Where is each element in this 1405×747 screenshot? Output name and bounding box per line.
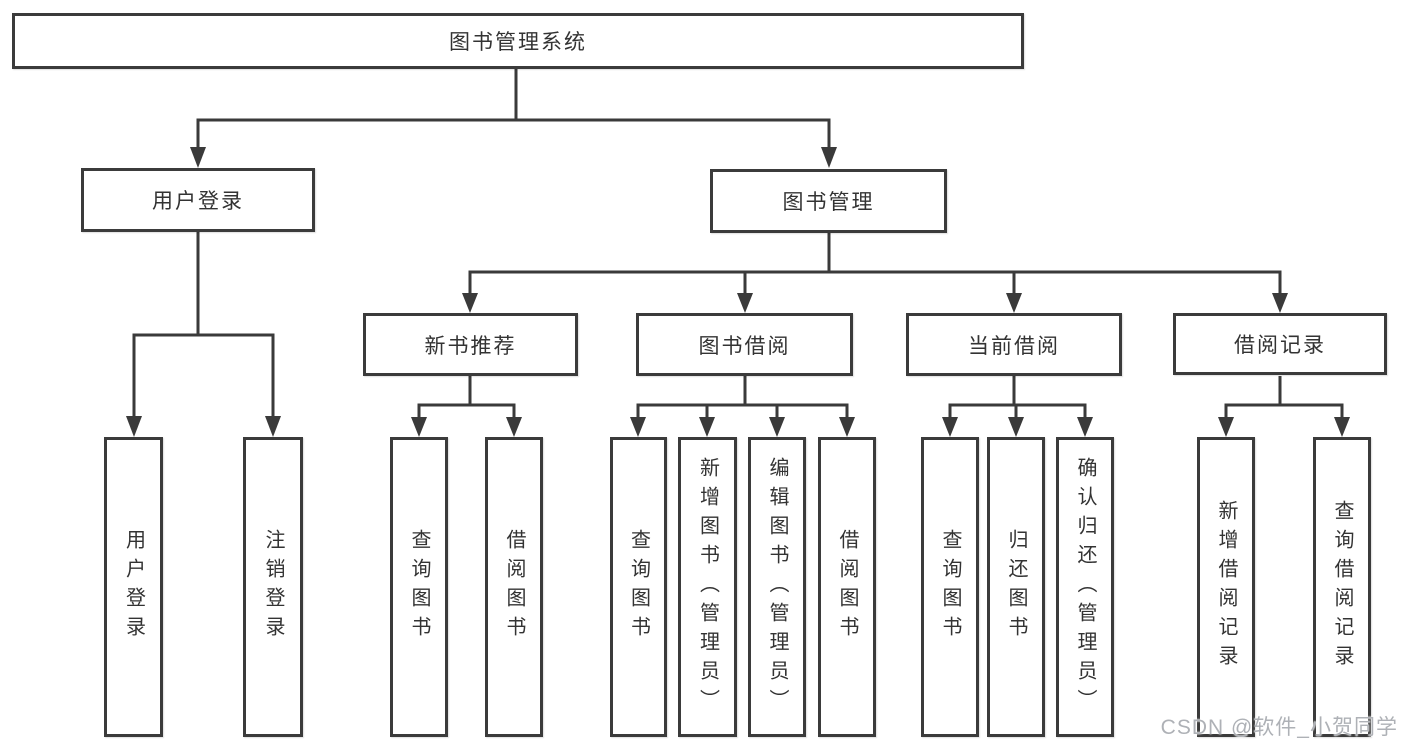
- connector-root-to-level2: [190, 69, 837, 168]
- node-new-book-recommendation-label: 新书推荐: [424, 334, 517, 358]
- leaf-add-book-admin-label: 新增图书（管理员）: [696, 456, 719, 718]
- connector-current-borrow-branch: [942, 376, 1093, 437]
- node-book-borrow-label: 图书借阅: [698, 334, 791, 358]
- leaf-query-book-recommend: 查询图书: [390, 437, 448, 737]
- leaf-query-book-recommend-label: 查询图书: [408, 529, 430, 645]
- leaf-borrow-book: 借阅图书: [818, 437, 876, 737]
- leaf-query-book-borrow: 查询图书: [610, 437, 667, 737]
- leaf-query-borrow-record-label: 查询借阅记录: [1331, 500, 1353, 674]
- connector-book-borrow-branch: [630, 376, 855, 437]
- leaf-query-borrow-record: 查询借阅记录: [1313, 437, 1371, 737]
- leaf-user-login: 用户登录: [104, 437, 163, 737]
- node-user-login: 用户登录: [81, 168, 315, 232]
- leaf-add-book-admin: 新增图书（管理员）: [678, 437, 737, 737]
- leaf-query-book-borrow-label: 查询图书: [627, 529, 650, 645]
- node-user-login-label: 用户登录: [152, 190, 244, 213]
- leaf-borrow-book-recommend: 借阅图书: [485, 437, 543, 737]
- leaf-borrow-book-label: 借阅图书: [836, 529, 858, 645]
- node-current-borrow: 当前借阅: [906, 313, 1122, 376]
- connector-new-book-branch: [411, 376, 522, 437]
- leaf-confirm-return-admin-label: 确认归还（管理员）: [1074, 456, 1096, 718]
- node-root-label: 图书管理系统: [449, 31, 587, 54]
- leaf-add-borrow-record: 新增借阅记录: [1197, 437, 1255, 737]
- node-current-borrow-label: 当前借阅: [968, 334, 1060, 358]
- leaf-add-borrow-record-label: 新增借阅记录: [1215, 500, 1237, 674]
- leaf-return-book: 归还图书: [987, 437, 1045, 737]
- leaf-query-book-current: 查询图书: [921, 437, 979, 737]
- node-new-book-recommendation: 新书推荐: [363, 313, 578, 376]
- leaf-borrow-book-recommend-label: 借阅图书: [503, 529, 525, 645]
- node-root: 图书管理系统: [12, 13, 1024, 69]
- leaf-confirm-return-admin: 确认归还（管理员）: [1056, 437, 1114, 737]
- csdn-watermark: CSDN @软件_小贺同学: [1160, 716, 1398, 739]
- leaf-logout-label: 注销登录: [262, 529, 284, 645]
- leaf-edit-book-admin: 编辑图书（管理员）: [748, 437, 806, 737]
- leaf-query-book-current-label: 查询图书: [939, 529, 961, 645]
- leaf-user-login-label: 用户登录: [122, 529, 145, 645]
- node-book-borrow: 图书借阅: [636, 313, 853, 376]
- leaf-logout: 注销登录: [243, 437, 303, 737]
- leaf-return-book-label: 归还图书: [1005, 529, 1027, 645]
- node-book-management-label: 图书管理: [782, 191, 875, 214]
- leaf-edit-book-admin-label: 编辑图书（管理员）: [766, 456, 788, 718]
- node-book-management: 图书管理: [710, 169, 947, 233]
- node-borrow-records-label: 借阅记录: [1234, 334, 1326, 357]
- connector-borrow-record-branch: [1218, 376, 1350, 437]
- node-borrow-records: 借阅记录: [1173, 313, 1387, 375]
- connector-user-login-branch: [126, 232, 281, 437]
- connector-book-management-branch: [462, 233, 1288, 313]
